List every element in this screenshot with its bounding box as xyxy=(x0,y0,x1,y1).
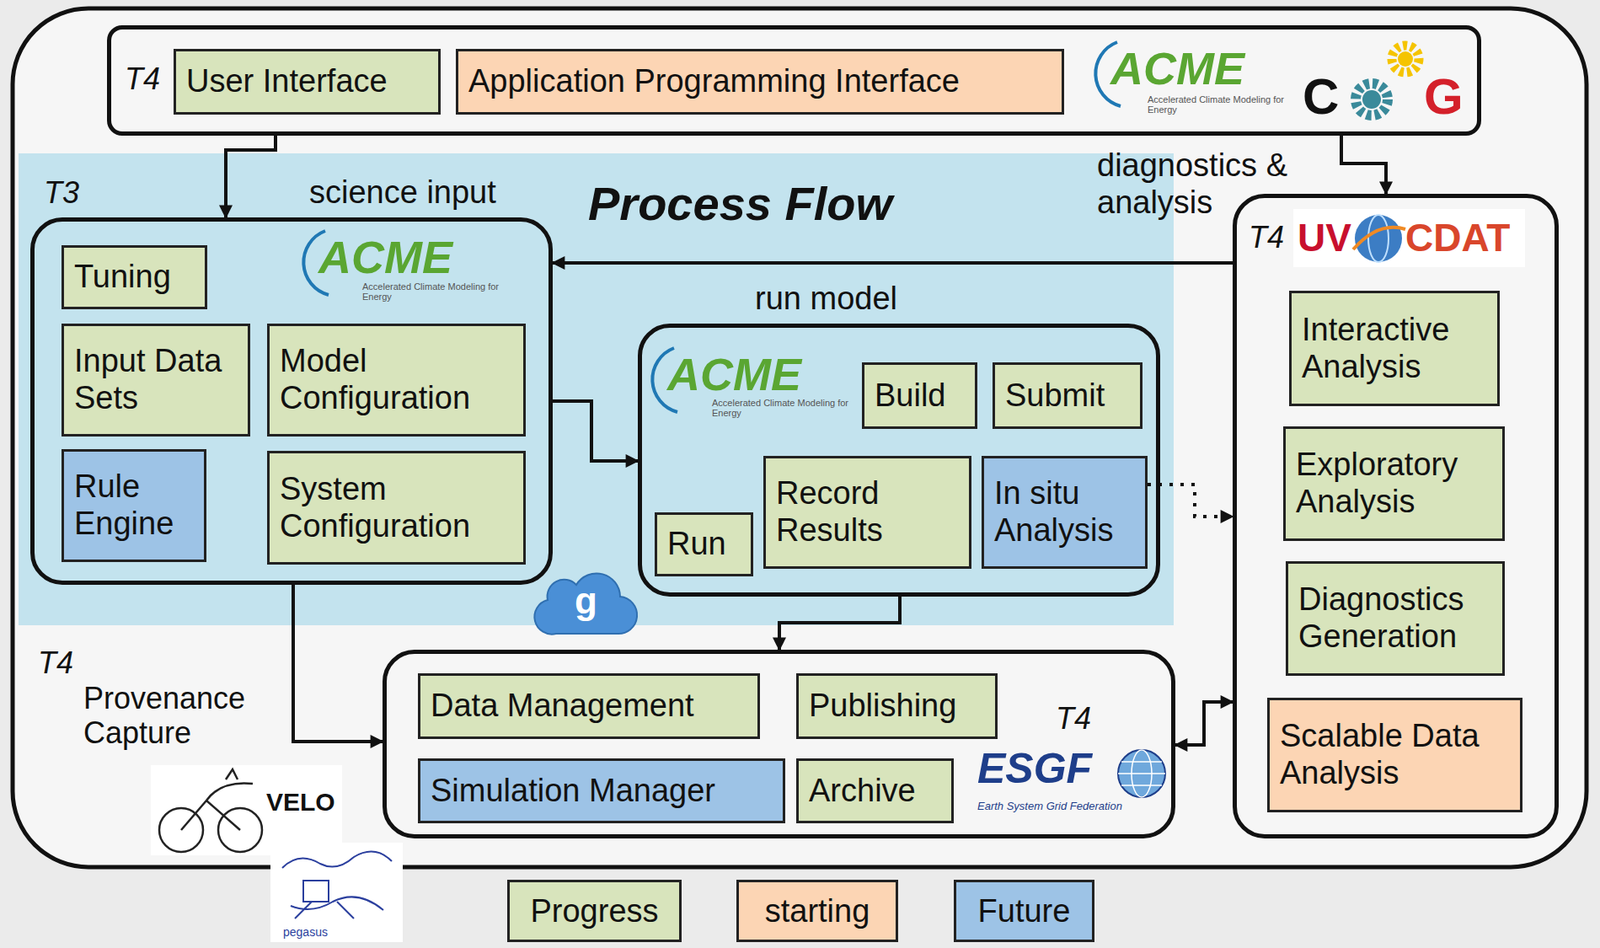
logo-ground xyxy=(150,765,343,856)
group-box: science inputTuningInput Data SetsModel … xyxy=(30,217,553,585)
heading: diagnostics & analysis xyxy=(1096,147,1300,221)
logo-text: Earth System Grid Federation xyxy=(977,800,1172,814)
logo-text: Accelerated Climate Modeling for Energy xyxy=(362,281,502,302)
globe xyxy=(1368,214,1389,263)
gear xyxy=(1362,90,1381,109)
gear xyxy=(1355,83,1388,116)
note-label: Provenance Capture xyxy=(83,680,286,751)
box-label: Archive xyxy=(808,772,942,810)
box-label: System Configuration xyxy=(279,470,514,545)
logo-text: UV xyxy=(1297,215,1352,261)
box-label: Rule Engine xyxy=(74,468,194,542)
process-box: User Interface xyxy=(173,48,441,115)
gear xyxy=(1391,45,1419,73)
logo-text: G xyxy=(1423,67,1464,126)
box-label: Interactive Analysis xyxy=(1301,311,1488,386)
box-label: Model Configuration xyxy=(279,342,514,417)
tier-label: T4 xyxy=(37,645,74,680)
heading: T4 xyxy=(1248,219,1285,255)
process-box: Rule Engine xyxy=(61,449,207,562)
globe xyxy=(1118,749,1166,798)
heading: run model xyxy=(754,280,898,318)
logo-text: g xyxy=(574,579,598,623)
process-box: Scalable Data Analysis xyxy=(1267,697,1523,813)
outer-frame xyxy=(12,8,1587,867)
logo-text: Accelerated Climate Modeling for Energy xyxy=(711,397,851,418)
heading: T4 xyxy=(124,61,161,97)
legend-swatch: starting xyxy=(736,879,899,942)
legend-label: Future xyxy=(978,893,1071,930)
box-label: Data Management xyxy=(430,687,748,725)
box-label: Application Programming Interface xyxy=(468,63,1052,101)
logo-text: Accelerated Climate Modeling for Energy xyxy=(1147,94,1287,115)
process-box: Run xyxy=(654,512,754,577)
logo-text: CDAT xyxy=(1405,215,1510,261)
box-label: Exploratory Analysis xyxy=(1295,446,1493,520)
cloud-icon xyxy=(534,572,637,634)
legend-label: Progress xyxy=(529,893,659,930)
box-label: Tuning xyxy=(74,258,195,296)
logo-text: pegasus xyxy=(283,925,328,939)
logo-text: ACME xyxy=(667,347,802,401)
heading: T3 xyxy=(43,175,80,210)
box-label: User Interface xyxy=(186,63,429,101)
process-box: Input Data Sets xyxy=(61,323,251,437)
globe xyxy=(1118,761,1166,786)
connector xyxy=(779,596,900,650)
heading: Process Flow xyxy=(588,176,893,231)
logo-text: VELO xyxy=(266,787,336,818)
group-box: diagnostics & analysisT4Interactive Anal… xyxy=(1232,193,1559,839)
box-label: Publishing xyxy=(808,687,985,725)
box-label: Simulation Manager xyxy=(430,772,773,810)
pegasus-sketch xyxy=(282,851,392,919)
box-label: Record Results xyxy=(775,475,959,549)
connector xyxy=(552,401,638,461)
process-box: Model Configuration xyxy=(267,323,526,437)
process-box: Submit xyxy=(992,362,1143,429)
process-box: System Configuration xyxy=(267,450,526,565)
process-box: Record Results xyxy=(763,455,972,569)
connector xyxy=(225,135,276,218)
box-label: Diagnostics Generation xyxy=(1298,581,1493,655)
motorcycle xyxy=(181,769,253,830)
process-box: Application Programming Interface xyxy=(455,48,1065,115)
heading: T4 xyxy=(1055,701,1092,736)
logo-ground xyxy=(270,842,403,942)
logo-swoosh xyxy=(1353,227,1406,250)
box-label: Build xyxy=(874,377,965,415)
process-box: Data Management xyxy=(417,673,760,739)
legend-label: starting xyxy=(765,893,871,930)
box-label: Input Data Sets xyxy=(74,342,238,417)
logo-text: ACME xyxy=(1110,42,1245,95)
box-label: Submit xyxy=(1005,377,1130,415)
process-box: Publishing xyxy=(796,673,998,739)
connector xyxy=(1341,135,1386,194)
process-box: Tuning xyxy=(61,245,208,310)
process-box: Archive xyxy=(796,758,954,824)
legend-swatch: Progress xyxy=(507,879,682,942)
connector xyxy=(1175,701,1233,745)
logo-text: ESGF xyxy=(977,744,1092,794)
box-label: Scalable Data Analysis xyxy=(1279,717,1510,792)
process-box: In situ Analysis xyxy=(981,455,1148,569)
box-label: In situ Analysis xyxy=(994,475,1135,549)
heading: science input xyxy=(309,174,497,212)
process-box: Interactive Analysis xyxy=(1289,290,1500,407)
group-box: T4 User Interface Application Programming … xyxy=(107,25,1482,136)
process-band: T3 Process Flow science inputTuningInput D… xyxy=(18,153,1174,626)
process-box: Exploratory Analysis xyxy=(1283,426,1505,541)
process-box: Build xyxy=(861,362,978,429)
connector xyxy=(552,261,1233,265)
box-label: Run xyxy=(667,525,741,563)
logo-ground xyxy=(1293,208,1526,268)
process-band xyxy=(18,153,1174,626)
process-box: Diagnostics Generation xyxy=(1285,561,1505,676)
gear xyxy=(1397,51,1413,67)
connector xyxy=(1147,484,1233,517)
logo-text: ACME xyxy=(318,230,453,284)
logo-text: C xyxy=(1302,67,1339,126)
connector xyxy=(293,584,383,742)
legend-swatch: Future xyxy=(953,879,1095,942)
process-box: Simulation Manager xyxy=(417,758,786,824)
